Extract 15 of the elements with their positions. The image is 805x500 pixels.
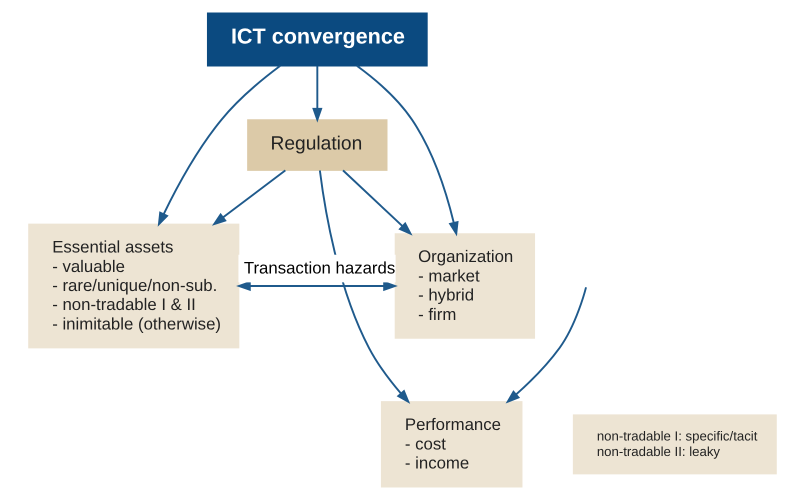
node-box: Organization - market - hybrid - firm <box>394 233 536 339</box>
arrow <box>318 170 410 404</box>
node-box: Regulation <box>247 119 388 171</box>
arrow <box>506 287 587 404</box>
node-box: non-tradable I: specific/tacit non-tradable II: leaky <box>572 414 777 474</box>
edge-label: Transaction hazards <box>244 258 396 278</box>
node-box: ICT convergence <box>206 12 428 66</box>
arrow <box>342 170 413 236</box>
arrow <box>356 65 459 236</box>
arrow <box>312 66 322 123</box>
arrow <box>212 170 286 226</box>
arrow <box>236 280 398 292</box>
node-box: Essential assets - valuable - rare/unique/non-sub. - non-tradable I & II - inimitable (otherwise) <box>28 224 240 348</box>
node-box: Performance - cost - income <box>380 401 522 488</box>
arrow <box>158 65 281 227</box>
